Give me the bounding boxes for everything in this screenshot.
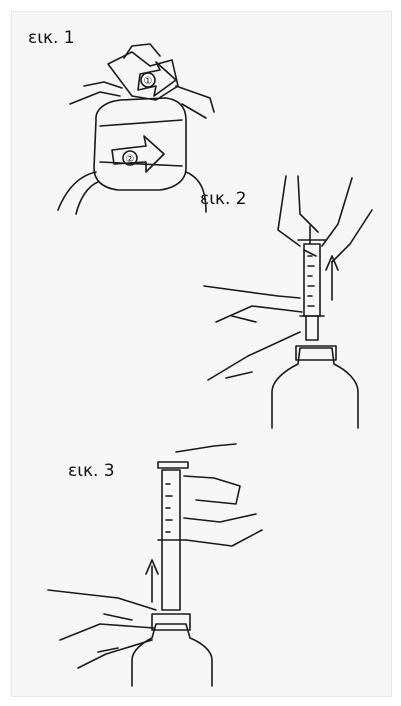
syringe-plunger-2	[298, 226, 326, 244]
upper-hand-3	[176, 444, 262, 546]
lower-hand-2	[204, 286, 302, 380]
figure-2-drawing	[204, 176, 372, 428]
callout-1-text: ①	[144, 76, 153, 87]
figure-3-drawing	[48, 444, 262, 686]
figure-1-drawing: ① ②	[58, 44, 214, 214]
cap-body	[94, 98, 186, 190]
syringe-plunger-3	[158, 462, 188, 468]
upper-hand	[70, 44, 214, 118]
callout-2-text: ②	[126, 154, 135, 165]
upper-hand-2	[278, 176, 372, 262]
bottle-3	[132, 624, 212, 686]
arrow-2-icon	[112, 136, 164, 172]
lower-hand-3	[48, 590, 156, 668]
up-arrow-3-icon	[146, 560, 158, 602]
bottle-adapter-3	[152, 614, 190, 630]
